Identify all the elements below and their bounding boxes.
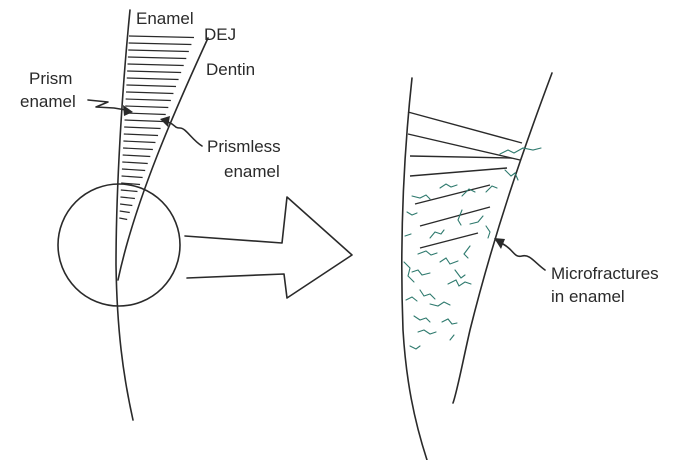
hatch-line [122, 176, 143, 178]
prism-enamel-hatching [119, 36, 194, 220]
microfracture-crack [418, 330, 436, 334]
hatch-line [127, 78, 179, 80]
prismless-enamel-label-line1: Prismless [207, 137, 281, 156]
overview-panel: Enamel DEJ Dentin Prism enamel Prismless… [20, 9, 352, 420]
hatch-line [127, 71, 181, 73]
hatch-line [129, 43, 192, 45]
hatch-line [124, 134, 158, 136]
hatch-line [120, 204, 132, 206]
microfracture-crack [458, 210, 462, 225]
microfracture-crack [464, 246, 470, 258]
hatch-line [125, 106, 168, 108]
magnified-prism-lines [408, 112, 522, 248]
hatch-line [126, 99, 171, 101]
microfracture-crack [418, 251, 437, 255]
microfracture-crack [430, 302, 450, 306]
magnified-region-circle [58, 184, 180, 306]
prism-line [420, 233, 478, 248]
microfracture-crack [440, 258, 458, 264]
microfracture-crack [500, 148, 541, 154]
microfracture-crack [410, 346, 420, 349]
microfracture-crack [442, 319, 457, 324]
prismless-enamel-label-line2: enamel [224, 162, 280, 181]
enamel-label: Enamel [136, 9, 194, 28]
microfracture-crack [412, 195, 430, 199]
microfracture-crack [440, 184, 457, 188]
microfracture-crack [412, 270, 430, 275]
microfracture-crack [462, 189, 475, 196]
dej-label: DEJ [204, 25, 236, 44]
microfracture-crack [486, 186, 497, 192]
prism-line [420, 207, 490, 226]
microfracture-crack [405, 234, 411, 236]
hatch-line [120, 211, 130, 213]
microfractures-pointer [503, 244, 545, 270]
hatch-line [120, 197, 134, 199]
prism-enamel-label-line1: Prism [29, 69, 72, 88]
hatch-line [125, 120, 164, 122]
hatch-line [126, 92, 173, 94]
microfracture-crack [470, 216, 483, 224]
microfracture-crack [407, 212, 417, 215]
microfracture-crack [414, 316, 430, 322]
hatch-line [123, 148, 153, 150]
hatch-line [122, 162, 147, 164]
hatch-line [119, 218, 127, 220]
prismless-enamel-pointer [168, 122, 202, 146]
microfracture-crack [420, 290, 435, 299]
hatch-line [125, 113, 166, 115]
microfracture-crack [455, 270, 465, 278]
dej-curve [118, 38, 208, 280]
prism-enamel-pointer [88, 100, 126, 110]
magnification-arrow [185, 197, 352, 298]
hatch-line [123, 141, 155, 143]
microfracture-crack [406, 297, 417, 301]
magnified-panel: Microfractures in enamel [402, 73, 659, 460]
microfracture-crack [430, 230, 444, 238]
hatch-line [128, 57, 186, 59]
magnified-dej-curve [453, 73, 552, 403]
hatch-line [123, 155, 151, 157]
hatch-line [126, 85, 176, 87]
hatch-line [121, 190, 138, 192]
dentin-label: Dentin [206, 60, 255, 79]
microfractures-label-line2: in enamel [551, 287, 625, 306]
microfracture-crack [505, 170, 518, 180]
prism-line [410, 168, 507, 176]
prism-line [410, 156, 512, 158]
prism-enamel-label-line2: enamel [20, 92, 76, 111]
hatch-line [124, 127, 160, 129]
hatch-line [128, 50, 189, 52]
microfracture-crack [450, 335, 454, 340]
hatch-line [129, 36, 194, 38]
microfracture-crack [486, 226, 490, 238]
hatch-line [128, 64, 184, 66]
microfracture-crack [448, 280, 471, 286]
microfractures-label-line1: Microfractures [551, 264, 659, 283]
hatch-line [122, 169, 145, 171]
